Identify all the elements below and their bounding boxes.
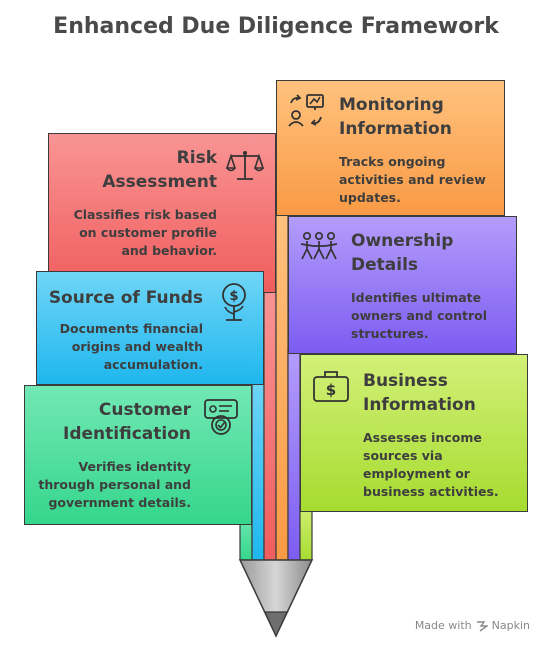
ownership-desc-line3: structures. [351,326,429,341]
pencil-tip [238,559,314,638]
business-desc-line1: Assesses income [363,430,482,445]
people-icon [300,231,338,260]
card-business: $ Business Information Assesses income s… [300,354,528,512]
monitoring-desc-line3: updates. [339,190,401,205]
briefcase-dollar-icon: $ [313,371,349,402]
monitoring-icon [288,94,324,127]
page-title: Enhanced Due Diligence Framework [53,14,499,39]
monitoring-desc-line1: Tracks ongoing [339,154,446,169]
scales-icon [225,151,265,180]
monitoring-title-line1: Monitoring [339,95,444,115]
stem-monitoring [275,209,289,561]
ownership-desc-line1: Identifies ultimate [351,290,482,305]
card-customer: Customer Identification Verifies identit… [24,385,252,525]
business-desc-line2: sources via [363,448,443,463]
customer-title-line2: Identification [63,424,191,444]
customer-title-line1: Customer [98,400,191,420]
business-title-line2: Information [363,395,476,415]
card-ownership: Ownership Details Identifies ultimate ow… [288,216,517,354]
ownership-title-line2: Details [351,255,419,275]
customer-desc-line1: Verifies identity [78,459,191,474]
customer-desc-line2: through personal and [38,477,191,492]
funds-title-line1: Source of Funds [48,288,203,308]
monitoring-title-line2: Information [339,119,452,139]
card-monitoring: Monitoring Information Tracks ongoing ac… [276,80,505,216]
stem-risk [263,289,277,561]
stem-ownership [287,349,301,561]
napkin-logo-icon [476,620,488,632]
stem-business [299,504,313,561]
svg-text:$: $ [229,289,238,304]
risk-desc-line2: on customer profile [79,225,217,240]
risk-title-line2: Assessment [102,172,217,192]
card-risk: Risk Assessment Classifies risk based on… [48,133,276,293]
funds-desc-line2: origins and wealth [71,339,203,354]
risk-desc-line3: and behavior. [121,243,217,258]
customer-desc-line3: government details. [48,495,191,510]
funds-desc-line1: Documents financial [59,321,203,336]
napkin-brand: Napkin [491,619,530,632]
stem-funds [251,379,265,561]
funds-desc-line3: accumulation. [103,357,203,372]
business-title-line1: Business [363,371,448,391]
monitoring-desc-line2: activities and review [339,172,486,187]
ownership-title-line1: Ownership [351,231,454,251]
business-desc-line4: business activities. [363,484,499,499]
pencil-lead [264,611,288,638]
made-with-napkin: Made with Napkin [415,619,530,632]
svg-text:$: $ [326,381,336,399]
business-desc-line3: employment or [363,466,470,481]
made-with-label: Made with [414,619,472,632]
risk-desc-line1: Classifies risk based [73,207,217,222]
card-funds: $ Source of Funds Documents financial or… [36,271,264,385]
risk-title-line1: Risk [176,148,217,168]
money-tree-icon: $ [222,283,246,321]
ownership-desc-line2: owners and control [351,308,488,323]
id-card-icon [204,399,238,435]
